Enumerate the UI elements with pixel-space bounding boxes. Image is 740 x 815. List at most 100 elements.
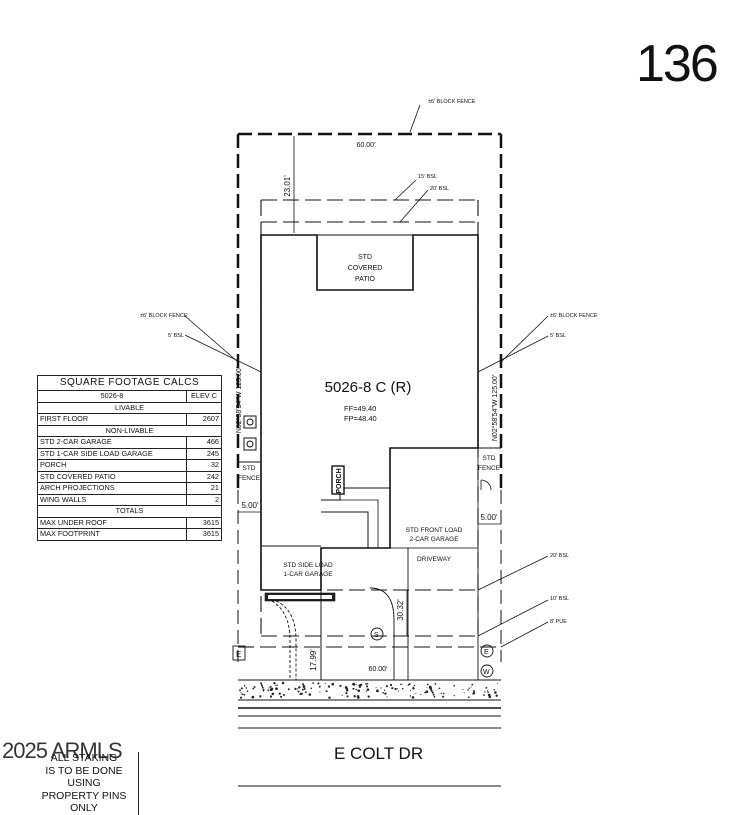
sidewalk-stipple	[239, 681, 499, 699]
row-label: STD 1-CAR SIDE LOAD GARAGE	[37, 447, 187, 460]
table-row: STD 2-CAR GARAGE 466	[37, 436, 222, 449]
stipple-dot	[324, 682, 326, 684]
stipple-dot	[429, 686, 432, 690]
stipple-dot	[263, 689, 265, 691]
dimension-lines	[238, 136, 501, 680]
stipple-dot	[468, 687, 470, 689]
row-label: FIRST FLOOR	[37, 413, 187, 426]
stipple-dot	[396, 688, 398, 690]
dim-left-side: 5.00'	[241, 501, 259, 510]
stipple-dot	[389, 683, 393, 687]
stipple-dot	[297, 688, 299, 690]
stipple-dot	[358, 685, 362, 688]
stipple-dot	[276, 684, 278, 686]
table-row: FIRST FLOOR 2607	[37, 413, 222, 426]
finished-floor: FF=49.40	[344, 404, 376, 413]
stipple-dot	[386, 696, 388, 698]
row-label: PORCH	[37, 459, 187, 472]
stipple-dot	[274, 685, 276, 686]
table-title: SQUARE FOOTAGE CALCS	[37, 375, 222, 391]
stipple-dot	[408, 683, 411, 686]
stipple-dot	[442, 695, 445, 698]
dim-bottom-width: 60.00'	[369, 666, 388, 673]
row-value: 3615	[186, 528, 222, 541]
stipple-dot	[346, 695, 349, 698]
stipple-dot	[245, 687, 248, 689]
stipple-dot	[494, 692, 497, 694]
stipple-dot	[411, 696, 415, 699]
std-fence-left-1: STD	[243, 465, 256, 472]
stipple-dot	[239, 696, 243, 699]
stipple-dot	[358, 695, 360, 697]
finished-pad: FP=48.40	[344, 414, 377, 423]
table-livable-label: LIVABLE	[37, 401, 222, 414]
row-label: MAX FOOTPRINT	[37, 528, 187, 541]
stipple-dot	[345, 692, 348, 695]
bsl-5-left: 5' BSL	[168, 333, 184, 339]
stipple-dot	[357, 689, 361, 692]
stipple-dot	[300, 692, 303, 695]
dim-front-garage: 30.32'	[396, 599, 405, 621]
stipple-dot	[497, 682, 499, 684]
bsl-20-top: 20' BSL	[430, 186, 449, 192]
stipple-dot	[367, 688, 370, 691]
bearing-right: N02°58'54"W 125.00'	[491, 375, 499, 441]
patio-label-3: PATIO	[355, 276, 376, 283]
watermark: 2025 ARMLS	[2, 738, 123, 763]
stipple-dot	[472, 692, 475, 695]
dim-top-width: 60.00'	[357, 142, 376, 149]
stipple-dot	[240, 691, 242, 693]
stipple-dot	[365, 683, 367, 685]
row-label: MAX UNDER ROOF	[37, 516, 187, 529]
stipple-dot	[239, 689, 241, 692]
stipple-dot	[431, 691, 434, 694]
side-garage-label-1: STD SIDE LOAD	[283, 562, 333, 569]
table-totals-label: TOTALS	[37, 505, 222, 518]
utility-markers	[232, 627, 494, 678]
patio-label-2: COVERED	[348, 265, 383, 272]
table-row: STD COVERED PATIO 242	[37, 470, 222, 483]
stipple-dot	[281, 681, 285, 685]
stipple-dot	[443, 692, 445, 695]
dim-front-side-garage: 17.99'	[309, 649, 318, 671]
row-value: 21	[186, 482, 222, 495]
block-fence-top: ±6' BLOCK FENCE	[428, 99, 476, 105]
block-fence-left: ±6' BLOCK FENCE	[140, 313, 188, 319]
stipple-dot	[424, 691, 426, 694]
stipple-dot	[462, 689, 464, 691]
stipple-dot	[438, 687, 441, 690]
sidewalk	[238, 679, 501, 787]
stipple-dot	[353, 695, 356, 698]
stipple-dot	[325, 690, 328, 693]
stipple-dot	[278, 692, 281, 695]
dim-right-side: 5.00'	[480, 513, 498, 522]
house-footprint	[238, 234, 501, 602]
stipple-dot	[453, 694, 455, 697]
stipple-dot	[352, 687, 355, 690]
stipple-dot	[331, 682, 334, 686]
stipple-dot	[432, 693, 435, 696]
stipple-dot	[453, 684, 456, 687]
table-row: WING WALLS 2	[37, 493, 222, 506]
stipple-dot	[426, 687, 428, 689]
bsl-5-right: 5' BSL	[550, 333, 566, 339]
row-value: 245	[186, 447, 222, 460]
stipple-dot	[280, 695, 283, 698]
lot-number: 136	[636, 35, 719, 93]
stipple-dot	[253, 685, 256, 688]
stipple-dot	[341, 695, 343, 697]
stipple-dot	[287, 688, 290, 691]
row-value: 242	[186, 470, 222, 483]
front-garage-label-2: 2-CAR GARAGE	[409, 536, 459, 543]
stipple-dot	[413, 684, 416, 687]
patio-label-1: STD	[358, 254, 372, 261]
marker-s: S	[374, 632, 379, 639]
stipple-dot	[282, 693, 285, 696]
stipple-dot	[339, 684, 342, 687]
marker-e-left: E	[236, 650, 241, 659]
stipple-dot	[426, 683, 429, 686]
stipple-dot	[312, 682, 315, 684]
stipple-dot	[385, 685, 388, 688]
stipple-dot	[273, 682, 276, 685]
stipple-dot	[400, 683, 402, 686]
